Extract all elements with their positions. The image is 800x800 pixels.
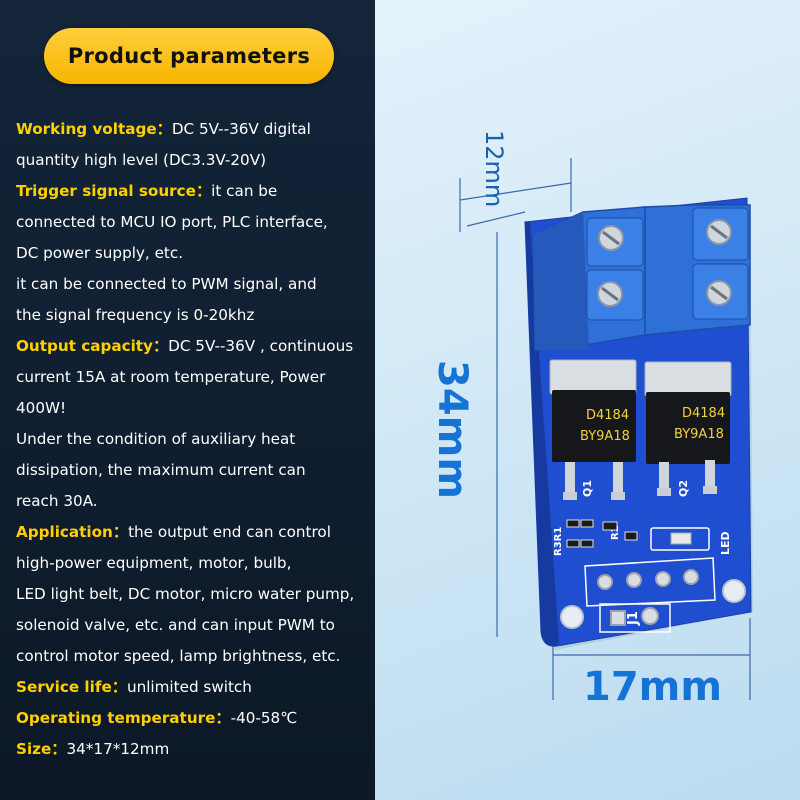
mounting-hole-left — [560, 605, 584, 629]
spec-line: it can be connected to PWM signal, and — [16, 269, 372, 300]
pin-header-outline — [584, 557, 716, 607]
spec-line: 400W! — [16, 393, 372, 424]
silk-led: LED — [719, 531, 732, 555]
spec-text: it can be connected to PWM signal, and — [16, 275, 317, 293]
mosfet-q2-marking-2: BY9A18 — [674, 427, 724, 442]
spec-text: it can be — [211, 182, 278, 200]
mosfet-q1-marking-1: D4184 — [586, 408, 629, 423]
spec-label: Output capacity： — [16, 337, 169, 355]
dimension-tick-top — [466, 211, 526, 227]
spec-label: Size： — [16, 740, 67, 758]
smd-resistors — [566, 519, 638, 548]
spec-panel — [0, 0, 375, 800]
mosfet-q1 — [549, 359, 637, 500]
spec-line: LED light belt, DC motor, micro water pu… — [16, 579, 372, 610]
spec-line: solenoid valve, etc. and can input PWM t… — [16, 610, 372, 641]
dimension-label-height: 12mm — [480, 130, 508, 208]
screw-terminal-right — [644, 204, 751, 336]
spec-text: the output end can control — [128, 523, 331, 541]
spec-list: Working voltage：DC 5V--36V digital quant… — [16, 114, 372, 765]
j1-connector — [599, 603, 671, 633]
spec-text: DC 5V--36V digital — [171, 120, 311, 138]
spec-text: Under the condition of auxiliary heat — [16, 430, 296, 448]
spec-label: Trigger signal source： — [16, 182, 212, 200]
spec-line: the signal frequency is 0-20khz — [16, 300, 372, 331]
spec-line: Output capacity：DC 5V--36V , continuous — [16, 331, 372, 362]
dimension-line-height — [459, 182, 572, 201]
spec-line: quantity high level (DC3.3V-20V) — [16, 145, 372, 176]
pcb-edge — [525, 222, 559, 647]
spec-label: Working voltage： — [16, 120, 172, 138]
spec-text: 34*17*12mm — [66, 740, 170, 758]
spec-line: Working voltage：DC 5V--36V digital — [16, 114, 372, 145]
spec-text: dissipation, the maximum current can — [16, 461, 306, 479]
spec-line: Application：the output end can control — [16, 517, 372, 548]
spec-line: reach 30A. — [16, 486, 372, 517]
spec-line: connected to MCU IO port, PLC interface, — [16, 207, 372, 238]
led-indicator — [650, 527, 710, 551]
spec-text: unlimited switch — [126, 678, 252, 696]
screw-terminal-left — [532, 206, 646, 351]
spec-line: Under the condition of auxiliary heat — [16, 424, 372, 455]
spec-text: solenoid valve, etc. and can input PWM t… — [16, 616, 335, 634]
spec-text: quantity high level (DC3.3V-20V) — [16, 151, 267, 169]
spec-line: Trigger signal source：it can be — [16, 176, 372, 207]
mosfet-module-illustration: D4184 BY9A18 D4184 BY9A18 Q1 Q2 R3R1 R2 … — [459, 158, 753, 700]
spec-line: DC power supply, etc. — [16, 238, 372, 269]
dimension-lines — [459, 158, 751, 700]
silk-q2: Q2 — [677, 480, 690, 497]
spec-line: Size：34*17*12mm — [16, 734, 372, 765]
spec-text: reach 30A. — [16, 492, 98, 510]
silk-r2: R2 — [610, 525, 621, 540]
spec-line: Service life：unlimited switch — [16, 672, 372, 703]
mounting-hole-right — [722, 579, 746, 603]
spec-line: current 15A at room temperature, Power — [16, 362, 372, 393]
mosfet-q1-marking-2: BY9A18 — [580, 429, 630, 444]
page-title: Product parameters — [67, 44, 311, 68]
spec-label: Service life： — [16, 678, 127, 696]
mosfet-q2-marking-1: D4184 — [682, 406, 725, 421]
silk-q1: Q1 — [581, 480, 594, 497]
spec-text: the signal frequency is 0-20khz — [16, 306, 255, 324]
silk-r3r1: R3R1 — [553, 527, 564, 556]
spec-line: control motor speed, lamp brightness, et… — [16, 641, 372, 672]
spec-text: DC power supply, etc. — [16, 244, 184, 262]
spec-text: current 15A at room temperature, Power — [16, 368, 326, 386]
spec-text: DC 5V--36V , continuous — [168, 337, 354, 355]
spec-line: high-power equipment, motor, bulb, — [16, 548, 372, 579]
spec-text: connected to MCU IO port, PLC interface, — [16, 213, 328, 231]
silk-j1: J1 — [626, 611, 641, 626]
spec-line: dissipation, the maximum current can — [16, 455, 372, 486]
mosfet-q2 — [644, 361, 732, 496]
spec-text: high-power equipment, motor, bulb, — [16, 554, 292, 572]
spec-text: LED light belt, DC motor, micro water pu… — [16, 585, 355, 603]
spec-label: Operating temperature： — [16, 709, 231, 727]
spec-label: Application： — [16, 523, 129, 541]
title-badge: Product parameters — [44, 28, 334, 84]
spec-text: 400W! — [16, 399, 67, 417]
dimension-label-width: 17mm — [583, 664, 723, 710]
spec-text: -40-58℃ — [230, 709, 298, 727]
spec-text: control motor speed, lamp brightness, et… — [16, 647, 341, 665]
spec-line: Operating temperature：-40-58℃ — [16, 703, 372, 734]
dimension-label-length: 34mm — [429, 360, 475, 500]
